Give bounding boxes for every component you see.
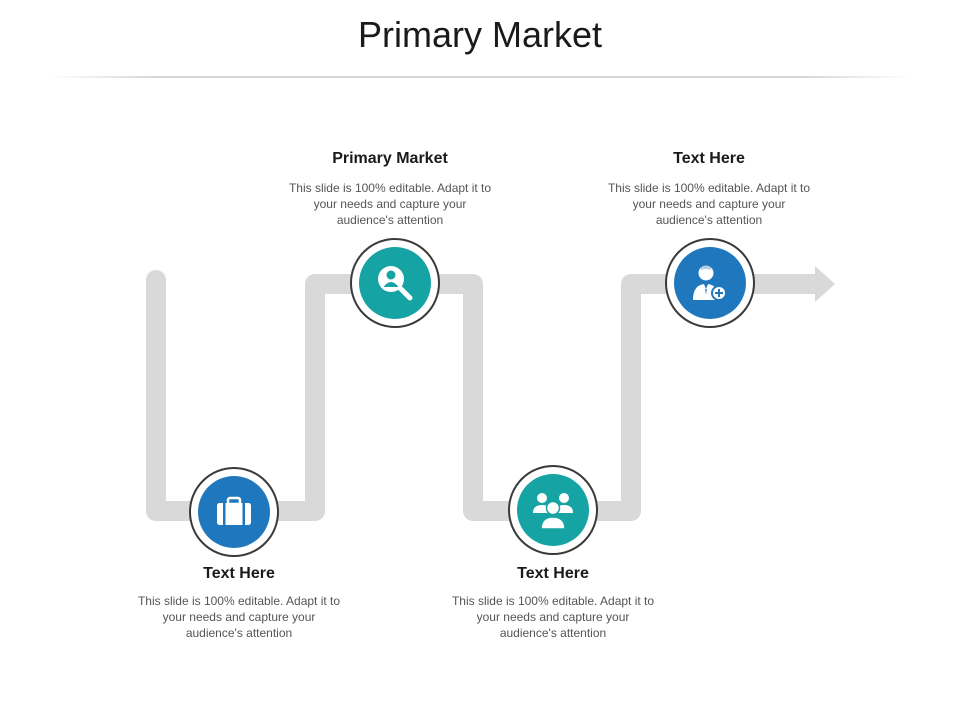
step-4-node bbox=[665, 238, 755, 328]
step-3-circle bbox=[517, 474, 589, 546]
step-3-title: Text Here bbox=[517, 565, 589, 582]
add-user-icon bbox=[693, 265, 727, 301]
step-2-title: Primary Market bbox=[332, 150, 448, 167]
step-4-title: Text Here bbox=[673, 150, 745, 167]
step-4-description: This slide is 100% editable. Adapt it to… bbox=[607, 181, 811, 227]
page-title: Primary Market bbox=[357, 14, 603, 55]
step-1-title: Text Here bbox=[203, 565, 275, 582]
step-2-node bbox=[350, 238, 440, 328]
user-search-icon bbox=[378, 266, 413, 301]
briefcase-icon bbox=[217, 496, 251, 525]
step-4-circle bbox=[674, 247, 746, 319]
step-3-node bbox=[508, 465, 598, 555]
step-1-description: This slide is 100% editable. Adapt it to… bbox=[137, 594, 341, 640]
step-3-description: This slide is 100% editable. Adapt it to… bbox=[451, 594, 655, 640]
step-2-circle bbox=[359, 247, 431, 319]
team-icon bbox=[533, 493, 573, 530]
path-arrowhead bbox=[815, 266, 835, 302]
step-2-description: This slide is 100% editable. Adapt it to… bbox=[288, 181, 492, 227]
title-divider bbox=[50, 76, 910, 78]
step-1-node bbox=[189, 467, 279, 557]
step-1-circle bbox=[198, 476, 270, 548]
